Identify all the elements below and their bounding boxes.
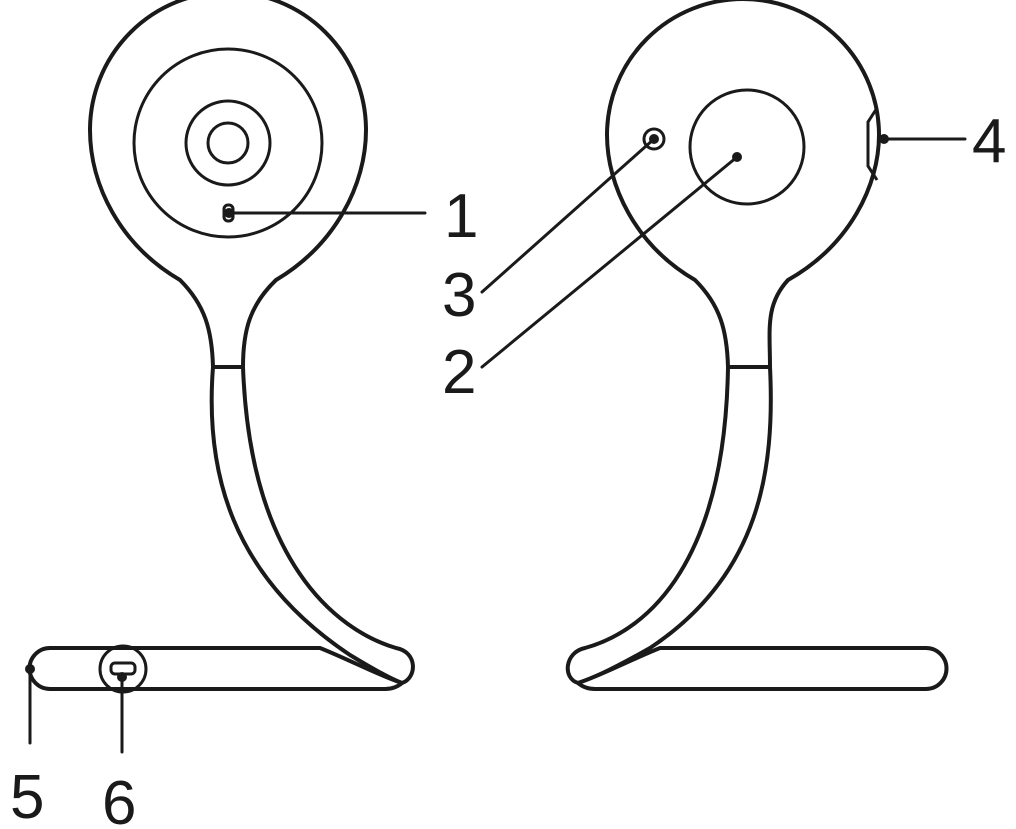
leader-lines (25, 134, 967, 754)
leader-2-dot (732, 152, 742, 162)
callout-5: 5 (10, 763, 44, 829)
leader-6-dot (117, 672, 127, 682)
leader-1-dot (224, 208, 234, 218)
back-stand-outline (565, 365, 773, 685)
front-lens-outer (184, 99, 272, 187)
callout-6: 6 (102, 769, 136, 829)
front-lens-inner (206, 121, 250, 165)
camera-front-view (27, 0, 415, 694)
callout-1: 1 (444, 182, 478, 251)
leader-4-dot (879, 134, 889, 144)
front-face-ring (132, 47, 324, 239)
back-base-outline (576, 646, 949, 691)
sd-card-slot (866, 107, 879, 181)
callout-3: 3 (442, 261, 476, 330)
back-head-outline (605, 0, 881, 369)
leader-5-dot (25, 664, 35, 674)
callout-labels: 1 2 3 4 5 6 (10, 107, 1006, 829)
front-stand-outline (209, 365, 415, 685)
callout-4: 4 (972, 107, 1006, 176)
leader-3 (480, 137, 656, 294)
callout-2: 2 (442, 338, 476, 407)
leader-2 (480, 155, 739, 369)
speaker-disc (688, 88, 806, 206)
reset-hole-ring (642, 127, 666, 151)
camera-back-view (565, 0, 949, 691)
